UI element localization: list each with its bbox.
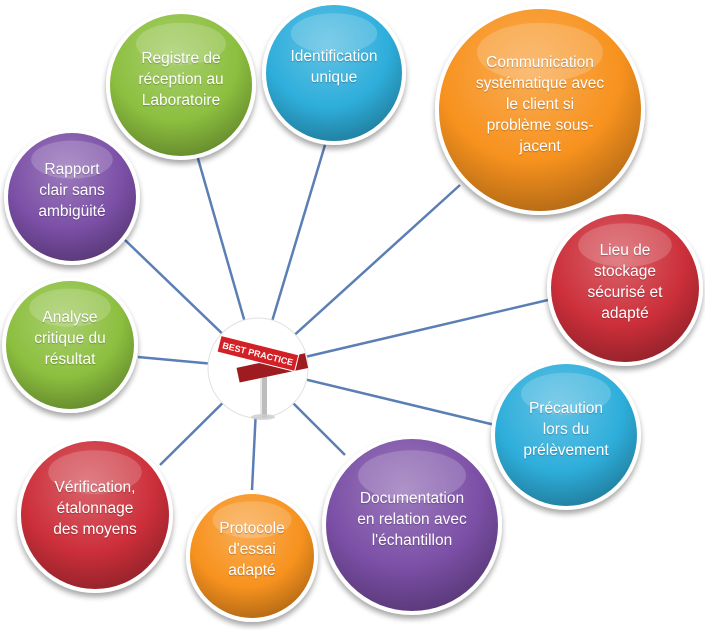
bubble-documentation <box>322 435 502 615</box>
bubble-highlight-rapport <box>31 140 113 179</box>
bubble-precaution <box>491 360 641 510</box>
bubble-highlight-precaution <box>521 372 611 415</box>
bubble-highlight-analyse <box>29 288 111 327</box>
bubble-fill-verification <box>21 441 169 589</box>
bubble-fill-rapport <box>8 133 136 261</box>
bubble-communication <box>435 5 645 215</box>
bubble-fill-stockage <box>551 214 699 362</box>
bubble-highlight-stockage <box>578 223 672 267</box>
bubble-fill-communication <box>439 9 641 211</box>
bubble-fill-identification <box>266 5 402 141</box>
bubble-fill-precaution <box>495 364 637 506</box>
bubble-highlight-identification <box>290 13 378 54</box>
bubble-verification <box>17 437 173 593</box>
bubble-stockage <box>547 210 703 366</box>
bubble-registre <box>106 10 256 160</box>
bubble-highlight-registre <box>136 22 226 65</box>
bubble-protocole <box>186 490 318 622</box>
bubble-highlight-verification <box>48 450 142 494</box>
bubble-fill-analyse <box>6 281 134 409</box>
bubble-fill-protocole <box>190 494 314 618</box>
bubble-highlight-protocole <box>212 501 292 539</box>
bubble-fill-registre <box>110 14 252 156</box>
bubble-identification <box>262 1 406 145</box>
bubble-fill-documentation <box>326 439 498 611</box>
bubble-analyse <box>2 277 138 413</box>
signpost-pole <box>260 360 267 418</box>
bubble-rapport <box>4 129 140 265</box>
hub: BEST PRACTICE <box>207 317 309 420</box>
bubble-highlight-documentation <box>358 450 466 501</box>
bubble-highlight-communication <box>477 22 603 82</box>
